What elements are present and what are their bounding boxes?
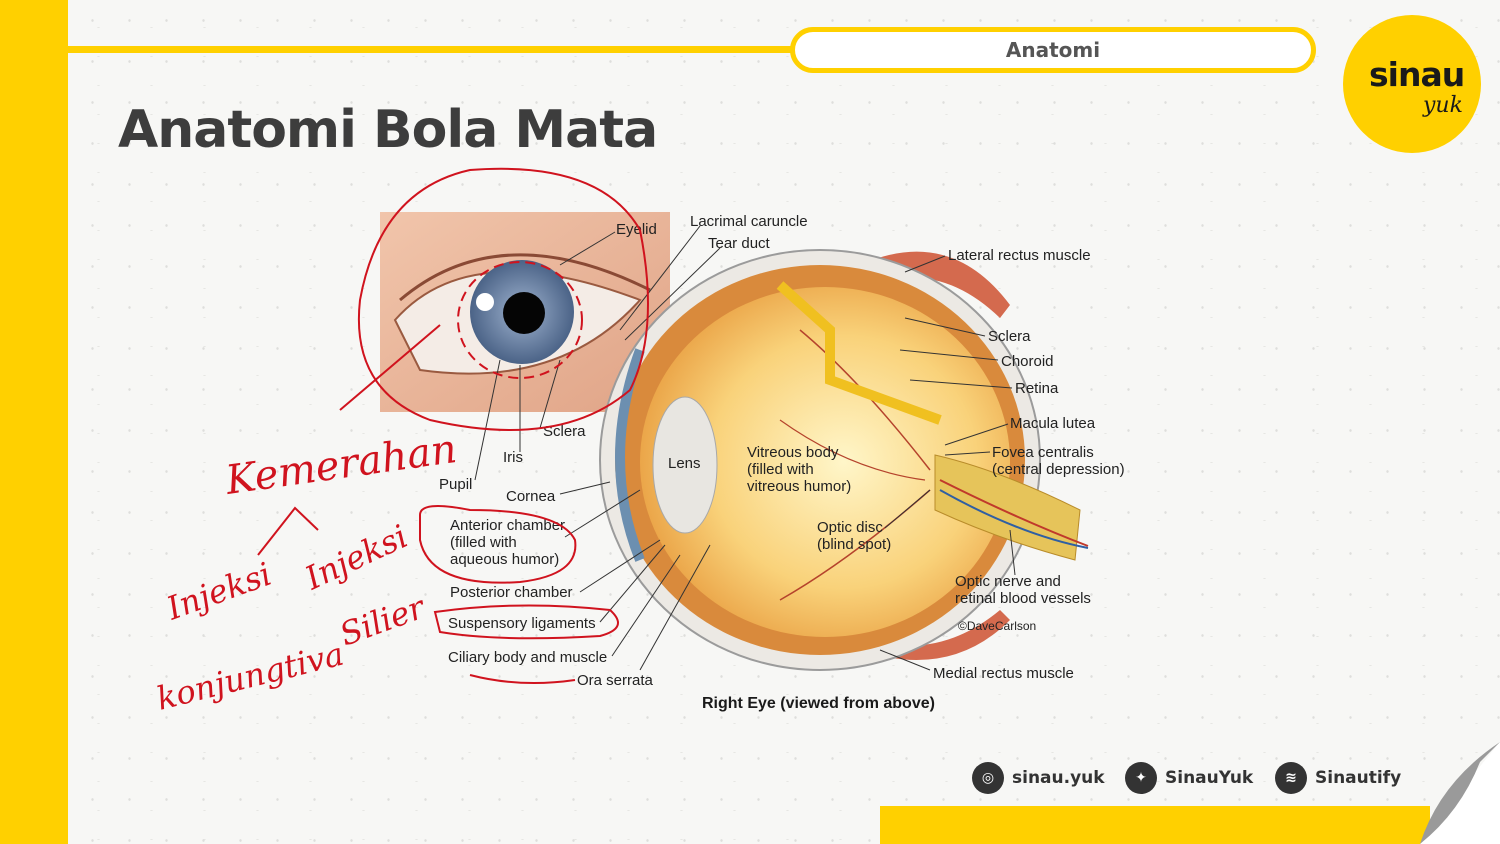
page-curl-icon (1420, 742, 1500, 844)
label-lacrimal-caruncle: Lacrimal caruncle (690, 213, 808, 230)
label-sclera-left: Sclera (543, 423, 586, 440)
label-sclera-right: Sclera (988, 328, 1031, 345)
label-cornea: Cornea (506, 488, 556, 505)
label-medial-rectus: Medial rectus muscle (933, 665, 1074, 682)
label-choroid: Choroid (1001, 353, 1054, 370)
label-macula-lutea: Macula lutea (1010, 415, 1096, 432)
spotify-handle: Sinautify (1315, 768, 1401, 788)
label-lateral-rectus: Lateral rectus muscle (948, 247, 1091, 264)
label-credit: ©DaveCarlson (958, 619, 1036, 633)
label-suspensory-ligaments: Suspensory ligaments (448, 615, 596, 632)
spotify-icon: ≋ (1275, 762, 1307, 794)
label-vitreous-1: Vitreous body (747, 444, 839, 461)
label-anterior-3: aqueous humor) (450, 551, 559, 568)
handwriting-injeksi-2: Injeksi (298, 517, 413, 598)
label-tear-duct: Tear duct (708, 235, 771, 252)
handwriting-silier: Silier (335, 588, 431, 654)
label-optic-disc-1: Optic disc (817, 519, 883, 536)
footer-accent-bar (880, 806, 1430, 844)
label-optic-nerve-2: retinal blood vessels (955, 590, 1091, 607)
handwriting-konjungtiva: konjungtiva (153, 635, 348, 718)
handwriting-kemerahan: Kemerahan (222, 426, 460, 504)
instagram-handle: sinau.yuk (1012, 768, 1105, 788)
label-retina: Retina (1015, 380, 1059, 397)
twitter-icon: ✦ (1125, 762, 1157, 794)
label-fovea-1: Fovea centralis (992, 444, 1094, 461)
social-instagram[interactable]: ◎ sinau.yuk (972, 762, 1105, 794)
diagram-caption: Right Eye (viewed from above) (702, 695, 935, 712)
label-lens: Lens (668, 455, 701, 472)
label-fovea-2: (central depression) (992, 461, 1125, 478)
social-twitter[interactable]: ✦ SinauYuk (1125, 762, 1253, 794)
label-optic-nerve-1: Optic nerve and (955, 573, 1061, 590)
label-posterior-chamber: Posterior chamber (450, 584, 573, 601)
instagram-icon: ◎ (972, 762, 1004, 794)
label-anterior-2: (filled with (450, 534, 517, 551)
label-optic-disc-2: (blind spot) (817, 536, 891, 553)
label-ciliary-body: Ciliary body and muscle (448, 649, 607, 666)
label-iris: Iris (503, 449, 523, 466)
label-vitreous-3: vitreous humor) (747, 478, 851, 495)
label-ora-serrata: Ora serrata (577, 672, 654, 689)
label-vitreous-2: (filled with (747, 461, 814, 478)
label-pupil: Pupil (439, 476, 472, 493)
social-spotify[interactable]: ≋ Sinautify (1275, 762, 1401, 794)
handwriting-injeksi-1: Injeksi (161, 555, 277, 628)
twitter-handle: SinauYuk (1165, 768, 1253, 788)
